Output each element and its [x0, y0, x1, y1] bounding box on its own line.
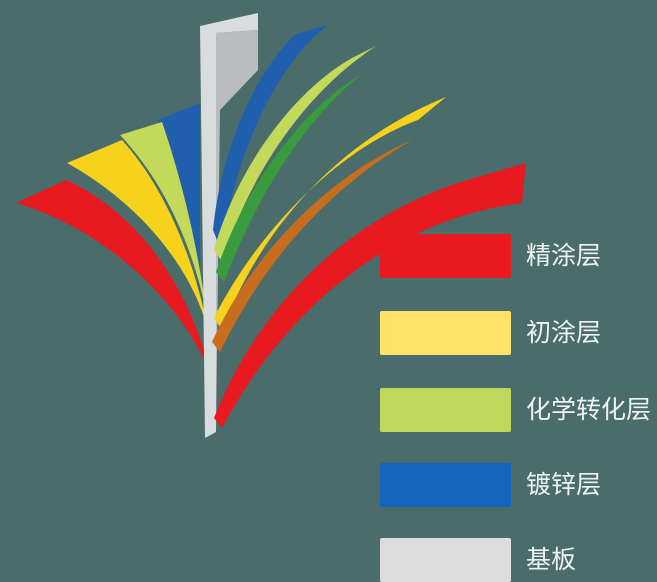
left-conversion-layer	[120, 122, 206, 310]
substrate-sheet	[200, 13, 258, 438]
left-topcoat-layer	[16, 180, 210, 372]
left-primer-layer	[67, 140, 208, 330]
right-topcoat-layer	[214, 163, 526, 428]
substrate-sheet-shade	[216, 30, 258, 432]
right-green-layer	[216, 74, 362, 282]
